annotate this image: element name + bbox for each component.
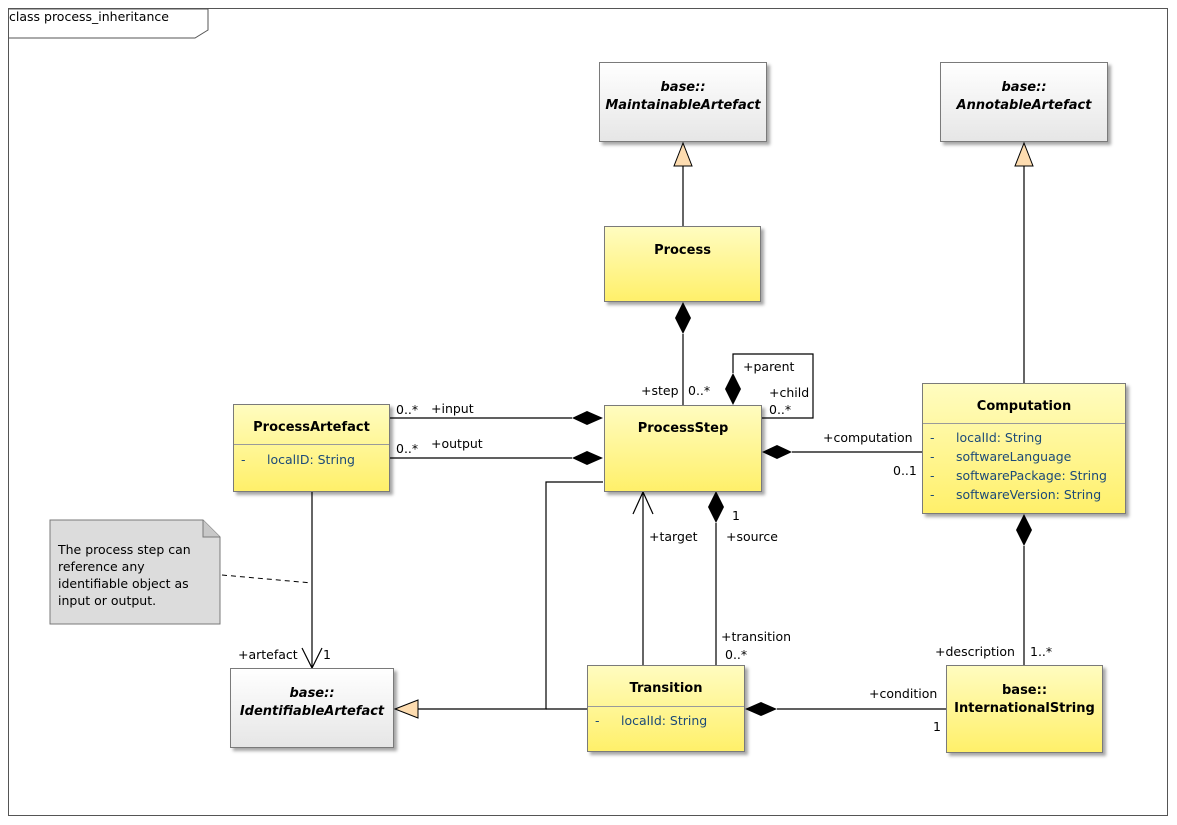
generalization-processstep-line <box>418 481 603 710</box>
label-parent-role: +parent <box>743 359 795 374</box>
class-annotable-artefact[interactable]: base:: AnnotableArtefact <box>940 62 1108 142</box>
compartment-separator <box>588 706 744 707</box>
target-arrowhead <box>632 490 654 515</box>
composition-diamond-source <box>708 491 724 523</box>
label-child-role: +child <box>769 385 810 400</box>
composition-diamond-condition <box>745 702 777 716</box>
label-step-role: +step <box>641 383 679 398</box>
label-description-role: +description <box>935 644 1015 659</box>
class-name-line1: base:: <box>1001 80 1047 95</box>
compartment-separator <box>234 444 389 445</box>
class-name-line2: MaintainableArtefact <box>605 98 761 113</box>
class-name-line2: AnnotableArtefact <box>956 98 1092 113</box>
label-step-mult: 0..* <box>688 383 711 398</box>
class-name-line1: base:: <box>660 80 706 95</box>
label-artefact-role: +artefact <box>238 647 298 662</box>
label-target-role: +target <box>649 529 698 544</box>
class-name: ProcessArtefact <box>253 420 370 435</box>
attribute-local-id: -localId: String <box>595 713 708 728</box>
note-shape <box>49 519 221 625</box>
label-computation-mult: 0..1 <box>893 463 917 478</box>
composition-diamond-computation <box>762 445 792 459</box>
class-identifiable-artefact[interactable]: base:: IdentifiableArtefact <box>230 668 394 748</box>
composition-diamond-description <box>1016 514 1032 546</box>
class-name: Computation <box>976 399 1072 414</box>
note-anchor-line <box>221 574 313 584</box>
label-condition-role: +condition <box>869 686 938 701</box>
class-transition[interactable]: Transition -localId: String <box>587 665 745 752</box>
class-maintainable-artefact[interactable]: base:: MaintainableArtefact <box>599 62 767 142</box>
label-transition-mult: 0..* <box>725 647 748 662</box>
class-process-artefact[interactable]: ProcessArtefact -localID: String <box>233 404 390 492</box>
label-input-role: +input <box>431 401 474 416</box>
label-child-mult: 0..* <box>769 402 792 417</box>
composition-diamond-input <box>572 411 603 425</box>
composition-diamond-parent <box>725 373 741 405</box>
label-output-role: +output <box>431 436 483 451</box>
attribute-local-id: -localID: String <box>241 452 355 467</box>
label-source-mult: 1 <box>732 508 740 523</box>
generalization-arrow-process <box>673 141 693 167</box>
attribute-software-package: -softwarePackage: String <box>930 468 1107 483</box>
generalization-arrow-computation <box>1014 141 1034 167</box>
note-text: The process step can reference any ident… <box>58 542 191 608</box>
self-association-line <box>732 353 814 419</box>
class-computation[interactable]: Computation -localId: String -softwareLa… <box>922 383 1126 514</box>
label-transition-role: +transition <box>721 629 792 644</box>
frame-title: class process_inheritance <box>9 9 169 24</box>
compartment-separator <box>923 423 1125 424</box>
attribute-software-version: -softwareVersion: String <box>930 487 1102 502</box>
composition-diamond-process <box>675 302 691 334</box>
label-input-mult: 0..* <box>396 402 419 417</box>
label-computation-role: +computation <box>823 430 913 445</box>
class-name-line1: base:: <box>1001 683 1048 698</box>
diagram-frame <box>8 8 1168 816</box>
label-output-mult: 0..* <box>396 441 419 456</box>
class-process-step[interactable]: ProcessStep <box>604 405 762 492</box>
attribute-software-language: -softwareLanguage <box>930 449 1072 464</box>
class-name: Process <box>654 243 711 258</box>
frame-title-tab <box>9 8 209 39</box>
class-name: ProcessStep <box>637 421 729 436</box>
attribute-local-id: -localId: String <box>930 430 1043 445</box>
generalization-arrow-identifiable <box>393 699 419 719</box>
class-name-line2: IdentifiableArtefact <box>239 704 385 719</box>
label-artefact-mult: 1 <box>323 647 331 662</box>
class-name-line2: InternationalString <box>954 701 1095 716</box>
class-process[interactable]: Process <box>604 226 761 302</box>
class-name: Transition <box>629 681 703 696</box>
note-fold <box>202 520 220 538</box>
composition-diamond-output <box>572 451 603 465</box>
class-international-string[interactable]: base:: InternationalString <box>946 665 1103 753</box>
label-description-mult: 1..* <box>1030 644 1053 659</box>
class-name-line1: base:: <box>289 686 335 701</box>
label-source-role: +source <box>726 529 778 544</box>
label-condition-mult: 1 <box>933 719 941 734</box>
